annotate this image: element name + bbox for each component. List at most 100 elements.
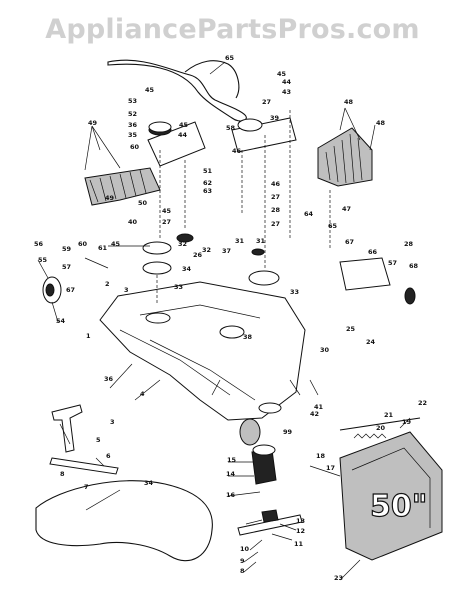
callout-label: 14	[226, 470, 236, 478]
callout-label: 40	[128, 218, 138, 226]
callout-label: 35	[128, 131, 138, 139]
callout-label: 43	[282, 88, 291, 96]
callout-label: 67	[345, 238, 354, 246]
deck-spindle-housing-left	[145, 312, 171, 324]
right-spindle-nut	[251, 248, 265, 256]
callout-label: 11	[294, 540, 304, 548]
callout-label: 46	[232, 147, 242, 155]
callout-label: 63	[203, 187, 212, 195]
callout-label: 31	[235, 237, 245, 245]
callout-label: 5	[96, 436, 101, 444]
callout-label: 8	[60, 470, 65, 478]
callout-label: 17	[326, 464, 335, 472]
left-gauge-wheel-hub	[45, 283, 55, 297]
callout-label: 56	[34, 240, 44, 248]
mower-blade	[237, 514, 303, 536]
callout-label: 67	[66, 286, 75, 294]
callout-labels: 6545535236354544586049495051626345444327…	[34, 54, 427, 582]
callout-label: 57	[62, 263, 71, 271]
callout-label: 6	[106, 452, 111, 460]
center-spindle-pulley-bottom	[142, 261, 172, 275]
callout-label: 28	[404, 240, 414, 248]
callout-label: 54	[56, 317, 66, 325]
callout-label: 22	[418, 399, 427, 407]
callout-label: 33	[290, 288, 299, 296]
callout-label: 4	[140, 390, 145, 398]
callout-label: 41	[314, 403, 324, 411]
leader-lines	[37, 61, 411, 581]
callout-label: 21	[384, 411, 394, 419]
callout-label: 7	[84, 483, 89, 491]
callout-label: 36	[128, 121, 138, 129]
callout-label: 34	[144, 479, 154, 487]
callout-label: 62	[203, 179, 212, 187]
callout-label: 55	[38, 256, 48, 264]
callout-label: 49	[88, 119, 98, 127]
callout-label: 60	[130, 143, 140, 151]
left-blade-guard	[84, 167, 161, 206]
left-guard-ribs	[89, 169, 147, 203]
callout-label: 45	[162, 207, 172, 215]
callout-label: 51	[203, 167, 213, 175]
callout-label: 99	[283, 428, 293, 436]
chute-spring	[353, 433, 387, 439]
callout-label: 34	[182, 265, 192, 273]
callout-label: 39	[270, 114, 280, 122]
callout-label: 27	[262, 98, 271, 106]
callout-label: 45	[111, 240, 121, 248]
right-spindle-pulley	[248, 270, 280, 286]
callout-label: 38	[243, 333, 253, 341]
callout-label: 27	[162, 218, 171, 226]
callout-label: 44	[178, 131, 188, 139]
callout-label: 23	[334, 574, 343, 582]
deck-contour-lines	[119, 304, 261, 401]
callout-label: 32	[202, 246, 211, 254]
callout-label: 53	[128, 97, 137, 105]
callout-label: 45	[145, 86, 155, 94]
callout-label: 12	[296, 527, 305, 535]
callout-label: 46	[271, 180, 281, 188]
callout-label: 32	[178, 240, 187, 248]
callout-label: 9	[240, 557, 245, 565]
callout-label: 47	[342, 205, 351, 213]
chute-inner-edge	[351, 447, 431, 528]
callout-label: 66	[368, 248, 378, 256]
callout-label: 27	[271, 220, 280, 228]
callout-label: 16	[226, 491, 236, 499]
callout-label: 3	[124, 286, 129, 294]
callout-label: 15	[227, 456, 237, 464]
callout-label: 36	[104, 375, 114, 383]
callout-label: 60	[78, 240, 88, 248]
lower-link-bar	[49, 457, 119, 475]
callout-label: 65	[225, 54, 235, 62]
left-deck-hanger	[51, 404, 83, 453]
callout-label: 61	[98, 244, 108, 252]
roller-end-cap	[404, 287, 416, 305]
right-idler-pulley	[237, 118, 263, 132]
callout-label: 27	[271, 193, 280, 201]
assembly-centerlines	[156, 110, 331, 305]
deck-bracket-plate	[258, 402, 282, 414]
lower-drive-belt	[35, 480, 213, 562]
right-guard-ribs	[325, 133, 363, 184]
callout-label: 8	[240, 567, 245, 575]
callout-label: 2	[105, 280, 110, 288]
callout-label: 64	[304, 210, 314, 218]
anti-scalp-roller	[339, 257, 391, 291]
callout-label: 10	[240, 545, 250, 553]
callout-label: 26	[193, 251, 203, 259]
callout-label: 28	[271, 206, 281, 214]
callout-label: 13	[296, 517, 305, 525]
callout-label: 24	[366, 338, 376, 346]
deck-front-wheel	[239, 418, 261, 446]
callout-label: 45	[179, 121, 189, 129]
upper-belt-loop	[184, 60, 240, 99]
callout-label: 49	[105, 194, 115, 202]
callout-label: 45	[277, 70, 287, 78]
callout-label: 58	[226, 124, 236, 132]
deck-spindle-housing-right	[219, 325, 245, 339]
upper-idler-pulley-face	[148, 121, 172, 133]
blade-adapter	[261, 509, 279, 523]
callout-label: 57	[388, 259, 397, 267]
